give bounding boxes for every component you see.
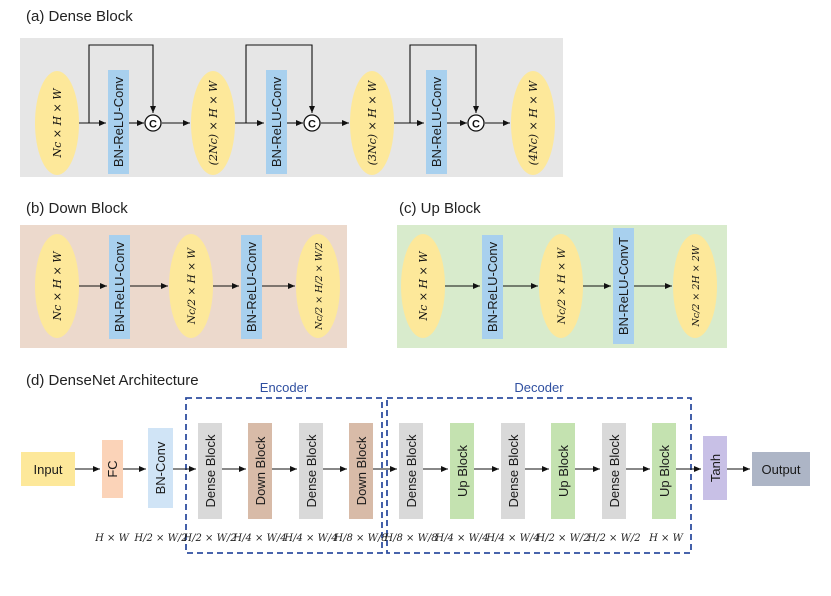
dimension-labels: H × W H/2 × W/2 H/2 × W/2 H/4 × W/4 H/4 … — [94, 533, 683, 544]
down-conv-1-label: BN-ReLU-Conv — [112, 241, 127, 332]
concat-3-icon — [467, 114, 485, 132]
dense-conv-3-label: BN-ReLU-Conv — [429, 76, 444, 167]
decoder-frame — [386, 397, 692, 554]
dim-label-12: H × W — [648, 533, 683, 544]
tensor-a4 — [511, 71, 555, 175]
dense-conv-1-label: BN-ReLU-Conv — [111, 76, 126, 167]
dense-conv-2-label: BN-ReLU-Conv — [269, 76, 284, 167]
up-conv-1 — [482, 235, 503, 339]
stage-10-up-block — [652, 423, 676, 519]
stage-6-up-block — [450, 423, 474, 519]
tensor-c3 — [673, 234, 717, 338]
tensor-b1 — [35, 234, 79, 338]
tensor-c2-label: Nc/2 × H × W — [556, 247, 568, 325]
output-label: Output — [761, 462, 800, 477]
tensor-a4-label: (4Nc) × H × W — [527, 79, 540, 165]
panel-c-title: (c) Up Block — [399, 200, 481, 217]
stage-3-label: Dense Block — [304, 434, 319, 507]
output-box — [752, 452, 810, 486]
tensor-a2 — [191, 71, 235, 175]
dim-label-7: H/8 × W/8 — [383, 533, 437, 544]
bnconv-label: BN-Conv — [153, 441, 168, 494]
tensor-c3-label: Nc/2 × 2H × 2W — [691, 244, 702, 327]
dense-conv-3 — [426, 70, 447, 174]
stage-2-down-block — [248, 423, 272, 519]
tanh-label: Tanh — [708, 454, 723, 482]
stage-7-label: Dense Block — [506, 434, 521, 507]
up-conv-1-label: BN-ReLU-Conv — [485, 241, 500, 332]
bnconv-box — [148, 428, 173, 508]
dim-label-6: H/8 × W/8 — [333, 533, 387, 544]
stage-4-label: Down Block — [354, 436, 369, 505]
fc-box — [102, 440, 123, 498]
stage-5-dense-block — [399, 423, 423, 519]
stage-9-label: Dense Block — [607, 434, 622, 507]
dim-label-5: H/4 × W/4 — [283, 533, 337, 544]
up-convt-1-label: BN-ReLU-ConvT — [616, 237, 631, 335]
stage-1-label: Dense Block — [203, 434, 218, 507]
dim-label-11: H/2 × W/2 — [586, 533, 640, 544]
down-conv-1 — [109, 235, 130, 339]
tensor-c2 — [539, 234, 583, 338]
dim-label-8: H/4 × W/4 — [434, 533, 488, 544]
tensor-c1-label: Nc × H × W — [417, 250, 430, 322]
concat-1-symbol: C — [149, 119, 157, 131]
panel-d-title: (d) DenseNet Architecture — [26, 372, 199, 389]
stage-10-label: Up Block — [657, 444, 672, 497]
tensor-a3-label: (3Nc) × H × W — [366, 79, 379, 165]
input-box — [21, 452, 75, 486]
dim-label-3: H/2 × W/2 — [182, 533, 236, 544]
tensor-b1-label: Nc × H × W — [51, 250, 64, 322]
tensor-b3 — [296, 234, 340, 338]
tensor-b2 — [169, 234, 213, 338]
stage-9-dense-block — [602, 423, 626, 519]
tensor-b3-label: Nc/2 × H/2 × W/2 — [314, 242, 325, 330]
concat-1-icon — [144, 114, 162, 132]
stage-2-label: Down Block — [253, 436, 268, 505]
tensor-a1 — [35, 71, 79, 175]
tensor-c1 — [401, 234, 445, 338]
stage-group: Dense Block Down Block Dense Block Down … — [198, 423, 676, 519]
stage-3-dense-block — [299, 423, 323, 519]
dim-label-4: H/4 × W/4 — [232, 533, 286, 544]
input-label: Input — [34, 462, 63, 477]
dim-label-1: H × W — [94, 533, 129, 544]
down-conv-2 — [241, 235, 262, 339]
tanh-box — [703, 436, 727, 500]
dim-label-10: H/2 × W/2 — [535, 533, 589, 544]
stage-4-down-block — [349, 423, 373, 519]
dense-arrows — [79, 44, 510, 126]
stage-5-label: Dense Block — [404, 434, 419, 507]
panel-a-background — [20, 38, 563, 177]
concat-3-symbol: C — [472, 119, 480, 131]
dense-conv-1 — [108, 70, 129, 174]
stage-6-label: Up Block — [455, 444, 470, 497]
encoder-label: Encoder — [260, 380, 309, 395]
stage-7-dense-block — [501, 423, 525, 519]
stage-8-label: Up Block — [556, 444, 571, 497]
encoder-frame — [185, 397, 383, 554]
fc-label: FC — [105, 460, 120, 477]
tensor-a2-label: (2Nc) × H × W — [207, 79, 220, 165]
dim-label-9: H/4 × W/4 — [485, 533, 539, 544]
tensor-a3 — [350, 71, 394, 175]
up-convt-1 — [613, 228, 634, 344]
tensor-a1-label: Nc × H × W — [51, 87, 64, 159]
stage-1-dense-block — [198, 423, 222, 519]
tensor-b2-label: Nc/2 × H × W — [186, 247, 198, 325]
dim-label-2: H/2 × W/2 — [133, 533, 187, 544]
concat-2-icon — [303, 114, 321, 132]
panel-a-title: (a) Dense Block — [26, 8, 133, 25]
panel-b-title: (b) Down Block — [26, 200, 128, 217]
stage-8-up-block — [551, 423, 575, 519]
concat-2-symbol: C — [308, 119, 316, 131]
down-conv-2-label: BN-ReLU-Conv — [244, 241, 259, 332]
decoder-label: Decoder — [514, 380, 564, 395]
dense-conv-2 — [266, 70, 287, 174]
